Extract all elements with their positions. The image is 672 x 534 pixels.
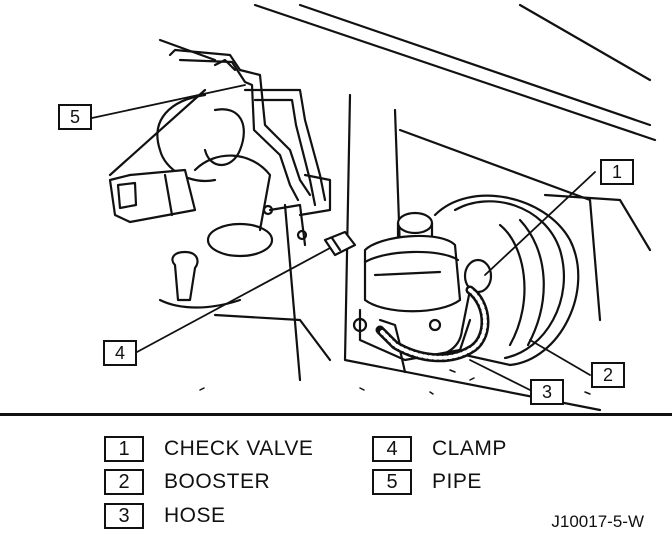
leader-line-5 bbox=[91, 84, 246, 119]
callout-4: 4 bbox=[103, 340, 137, 366]
legend-item-check-valve: 1 CHECK VALVE bbox=[104, 434, 313, 464]
legend-divider bbox=[0, 413, 672, 416]
legend-number: 4 bbox=[372, 436, 412, 462]
legend-number: 2 bbox=[104, 469, 144, 495]
callout-2-label: 2 bbox=[602, 364, 613, 385]
leader-line-4 bbox=[136, 247, 331, 353]
callout-5-label: 5 bbox=[69, 106, 80, 127]
booster-shell bbox=[418, 194, 580, 367]
firewall-panel bbox=[108, 3, 657, 412]
callout-3: 3 bbox=[530, 379, 564, 405]
ground-marks bbox=[199, 369, 591, 395]
leader-lines bbox=[91, 84, 596, 391]
leader-line-1 bbox=[484, 171, 596, 276]
callout-3-label: 3 bbox=[541, 381, 552, 402]
callout-2: 2 bbox=[591, 362, 625, 388]
callout-5: 5 bbox=[58, 104, 92, 130]
figure-id: J10017-5-W bbox=[551, 512, 644, 531]
clamp-part bbox=[323, 230, 357, 257]
legend-item-hose: 3 HOSE bbox=[104, 501, 226, 531]
legend-label: CHECK VALVE bbox=[164, 437, 314, 460]
legend-item-clamp: 4 CLAMP bbox=[372, 434, 507, 464]
vacuum-pipes bbox=[168, 48, 332, 247]
legend-number: 1 bbox=[104, 436, 144, 462]
leader-line-3 bbox=[469, 359, 531, 391]
legend-number: 3 bbox=[104, 503, 144, 529]
hose-part bbox=[375, 285, 490, 363]
legend-item-booster: 2 BOOSTER bbox=[104, 467, 270, 497]
callout-4-label: 4 bbox=[114, 342, 125, 363]
legend-label: HOSE bbox=[164, 504, 226, 527]
callout-1: 1 bbox=[600, 159, 634, 185]
legend-item-pipe: 5 PIPE bbox=[372, 467, 482, 497]
legend-label: PIPE bbox=[432, 470, 482, 493]
intake-manifold bbox=[108, 93, 332, 362]
legend-label: BOOSTER bbox=[164, 470, 271, 493]
legend-number: 5 bbox=[372, 469, 412, 495]
legend-label: CLAMP bbox=[432, 437, 507, 460]
callout-1-label: 1 bbox=[611, 161, 622, 182]
leader-line-2 bbox=[529, 339, 591, 376]
master-cylinder bbox=[352, 211, 472, 374]
